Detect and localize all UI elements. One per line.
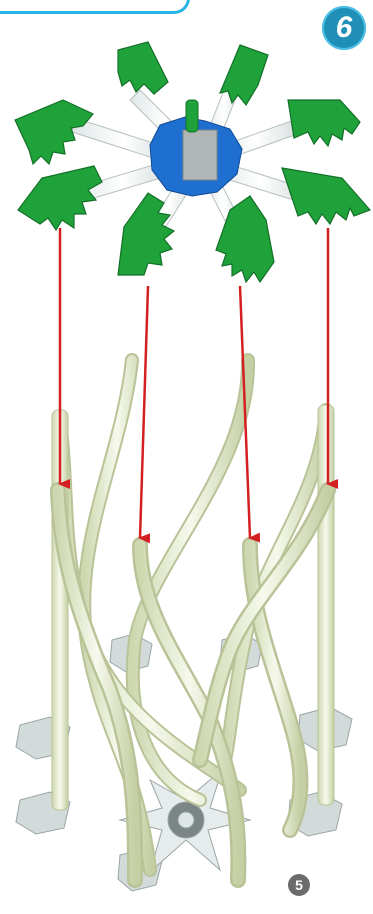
trunk-base-assembly [16, 360, 352, 891]
arrow-center-left [140, 286, 148, 538]
substep-number-badge: 5 [288, 874, 310, 896]
substep-number: 5 [295, 877, 303, 893]
palm-canopy [15, 42, 370, 282]
